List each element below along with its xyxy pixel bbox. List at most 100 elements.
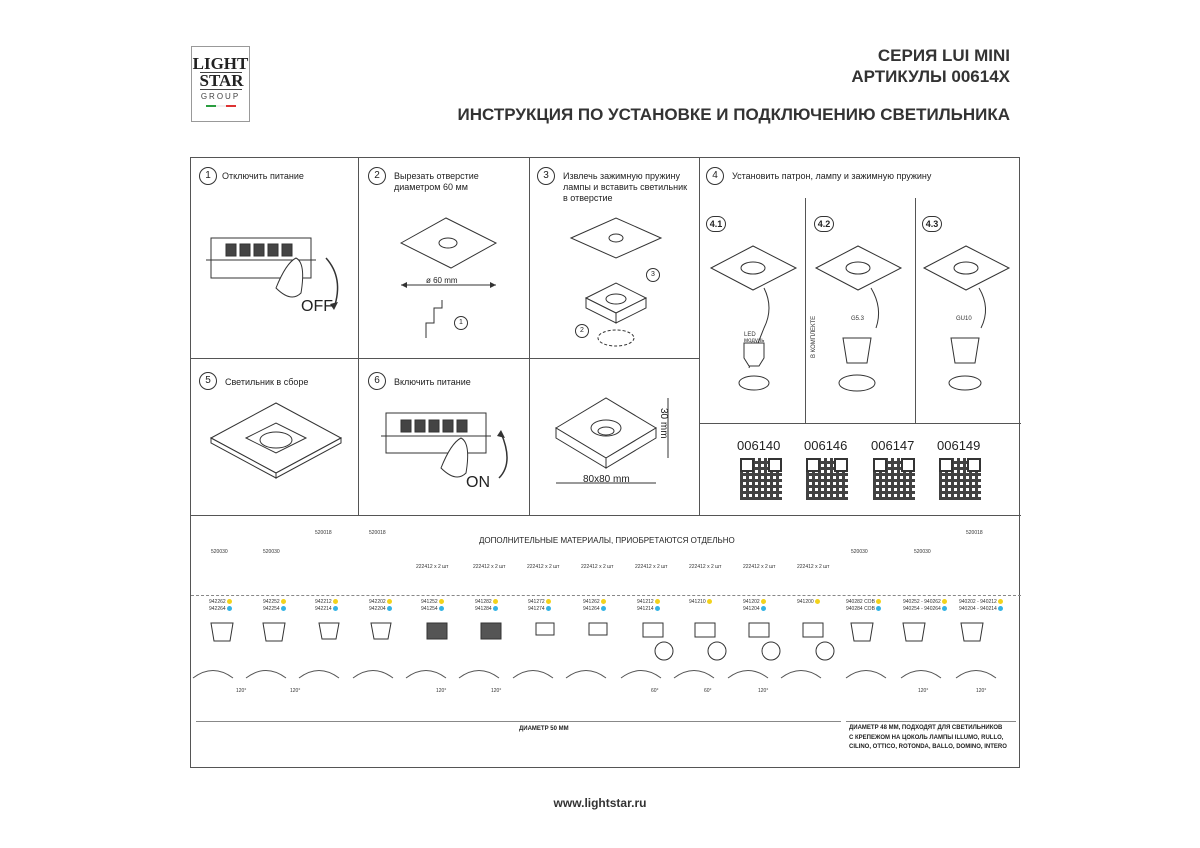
substep-4-2: 4.2 <box>814 216 834 232</box>
substep-4-1: 4.1 <box>706 216 726 232</box>
diameter-50-label: ДИАМЕТР 50 ММ <box>519 726 569 732</box>
cool-color-dot-icon <box>332 606 338 612</box>
lamp-code: 942264 <box>209 606 232 612</box>
warm-color-dot-icon <box>814 599 820 605</box>
beam-angle: 120° <box>976 688 987 694</box>
lamp-code: 941254 <box>421 606 444 612</box>
lamp-code: 940284 COB <box>846 606 881 612</box>
cool-color-dot-icon <box>226 606 232 612</box>
cool-color-dot-icon <box>280 606 286 612</box>
step-5-number: 5 <box>199 372 217 390</box>
lamp-code: 941252 <box>421 599 444 605</box>
lamp-code: 942202 <box>369 599 392 605</box>
lamp-code: 941212 <box>637 599 660 605</box>
lamp-code: 942214 <box>315 606 338 612</box>
step-3-text: Извлечь зажимную пружину лампы и вставит… <box>563 171 688 203</box>
cool-color-dot-icon <box>386 606 392 612</box>
warm-color-dot-icon <box>386 599 392 605</box>
cool-color-dot-icon <box>654 606 660 612</box>
beam-angle: 120° <box>236 688 247 694</box>
lamp-code: 941200 <box>797 599 820 605</box>
step-1-number: 1 <box>199 167 217 185</box>
dimension-size: 80x80 mm <box>583 474 630 485</box>
cool-color-dot-icon <box>600 606 606 612</box>
substep-4-1-label: LED модуль <box>744 332 765 344</box>
accessory-code: 520018 <box>369 530 386 536</box>
accessory-code: 520018 <box>315 530 332 536</box>
series-title: СЕРИЯ LUI MINI <box>877 46 1010 65</box>
lamp-code: 941284 <box>475 606 498 612</box>
logo-line-group: GROUP <box>200 92 241 101</box>
warm-color-dot-icon <box>280 599 286 605</box>
cutout-illustration <box>399 217 498 338</box>
lamp-code: 941272 <box>528 599 551 605</box>
lamp-code: 941214 <box>637 606 660 612</box>
lamp-code: 940254 - 940264 <box>903 606 947 612</box>
accessories-title: ДОПОЛНИТЕЛЬНЫЕ МАТЕРИАЛЫ, ПРИОБРЕТАЮТСЯ … <box>479 536 735 545</box>
accessory-code: 520018 <box>966 530 983 536</box>
lamp-code: 940282 COB <box>846 599 881 605</box>
lamp-code: 940204 - 940214 <box>959 606 1003 612</box>
off-label: OFF <box>301 298 333 315</box>
warm-color-dot-icon <box>941 599 947 605</box>
step-1-text: Отключить питание <box>222 171 304 181</box>
accessory-code: 520030 <box>263 549 280 555</box>
lamp-code: 941274 <box>528 606 551 612</box>
dimensions-illustration <box>555 397 669 484</box>
lamp-code: 941210 <box>689 599 712 605</box>
substep-4-2-label: G5.3 <box>851 316 865 322</box>
step-3-callout-b: 2 <box>575 324 589 338</box>
substep-4-3-label: GU10 <box>956 316 972 322</box>
breaker-off-illustration <box>206 237 339 310</box>
accessory-code: 520030 <box>914 549 931 555</box>
step-3-number: 3 <box>537 167 555 185</box>
beam-angle: 120° <box>918 688 929 694</box>
substep-4-3-illustration <box>922 245 1011 391</box>
lamp-code: 941262 <box>583 599 606 605</box>
instruction-sheet: 1 Отключить питание OFF 2 Вырезать отвер… <box>190 157 1021 768</box>
cool-color-dot-icon <box>941 606 947 612</box>
step-2-text: Вырезать отверстие диаметром 60 мм <box>394 171 479 192</box>
qr-code-icon[interactable] <box>939 458 981 500</box>
qr-code-icon[interactable] <box>806 458 848 500</box>
article-006149: 006149 <box>937 438 981 453</box>
qr-code-icon[interactable] <box>873 458 915 500</box>
step-4-number: 4 <box>706 167 724 185</box>
substep-4-1-illustration <box>709 245 798 391</box>
lamp-code: 941264 <box>583 606 606 612</box>
warm-color-dot-icon <box>438 599 444 605</box>
warm-color-dot-icon <box>760 599 766 605</box>
connector-label: 222412 x 2 шт <box>743 564 776 570</box>
article-006140: 006140 <box>737 438 781 453</box>
connector-label: 222412 x 2 шт <box>473 564 506 570</box>
brand-logo: LIGHT STAR GROUP <box>191 46 250 122</box>
lamp-code: 942212 <box>315 599 338 605</box>
warm-color-dot-icon <box>706 599 712 605</box>
substep-4-3: 4.3 <box>922 216 942 232</box>
diameter-48-label: ДИАМЕТР 48 ММ, ПОДХОДЯТ ДЛЯ СВЕТИЛЬНИКОВ <box>849 725 1003 731</box>
cool-color-dot-icon <box>545 606 551 612</box>
diameter-48-line2: С КРЕПЕЖОМ НА ЦОКОЛЬ ЛАМПЫ ILLUMO, RULLO… <box>849 735 1004 741</box>
cool-color-dot-icon <box>875 606 881 612</box>
connector-label: 222412 x 2 шт <box>581 564 614 570</box>
connector-label: 222412 x 2 шт <box>797 564 830 570</box>
warm-color-dot-icon <box>226 599 232 605</box>
logo-line-light: LIGHT <box>192 54 249 73</box>
on-label: ON <box>466 474 490 491</box>
lamp-code: 941202 <box>743 599 766 605</box>
lamp-code: 940252 - 940262 <box>903 599 947 605</box>
articles-title: АРТИКУЛЫ 00614X <box>851 67 1010 86</box>
website-link[interactable]: www.lightstar.ru <box>553 796 647 810</box>
logo-line-star: STAR <box>199 71 244 90</box>
lamp-code: 941204 <box>743 606 766 612</box>
lamp-code: 942252 <box>263 599 286 605</box>
step-2-number: 2 <box>368 167 386 185</box>
qr-code-icon[interactable] <box>740 458 782 500</box>
beam-angle: 60° <box>651 688 659 694</box>
breaker-on-illustration <box>381 412 508 479</box>
beam-angle: 120° <box>290 688 301 694</box>
lamp-code: 942254 <box>263 606 286 612</box>
connector-label: 222412 x 2 шт <box>527 564 560 570</box>
cool-color-dot-icon <box>492 606 498 612</box>
lamp-code: 942204 <box>369 606 392 612</box>
